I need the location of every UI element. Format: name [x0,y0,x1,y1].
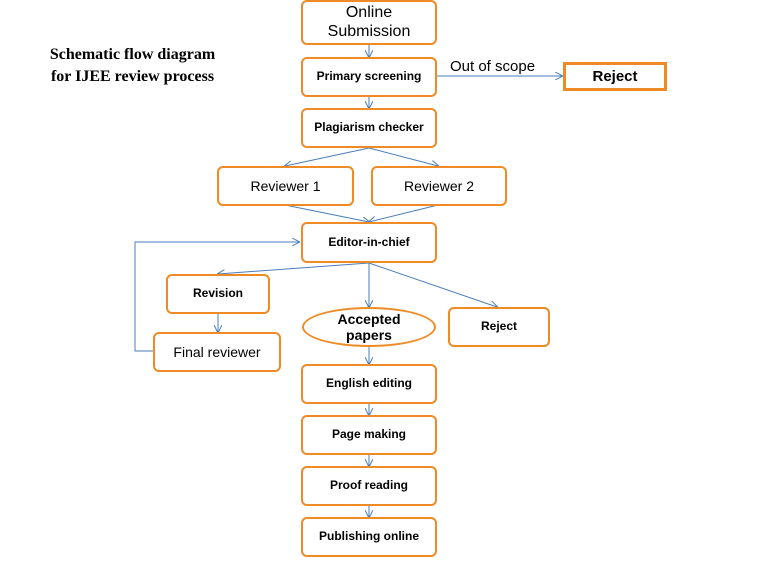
node-english-editing: English editing [301,364,437,404]
node-reject-bottom: Reject [448,307,550,347]
node-reviewer-1: Reviewer 1 [217,166,354,206]
arrow-editor-to-reject [368,262,497,307]
out-of-scope-label: Out of scope [450,58,536,75]
node-plagiarism-checker: Plagiarism checker [301,108,437,148]
accepted-papers-line-2: papers [346,327,392,343]
node-online-submission: Online Submission [301,0,437,45]
node-reviewer-2: Reviewer 2 [371,166,507,206]
accepted-papers-line-1: Accepted [337,310,401,327]
title-line-2: for IJEE review process [50,68,215,85]
node-primary-screening: Primary screening [301,57,437,97]
node-page-making: Page making [301,415,437,455]
arrow-reviewer1-to-editor [284,204,369,222]
arrow-editor-to-revision [218,262,370,274]
node-accepted-papers: Accepted papers [302,307,436,347]
arrow-reviewer2-to-editor [369,204,439,222]
node-revision: Revision [166,274,270,314]
arrow-plagiarism-to-reviewer1 [285,147,370,166]
node-final-reviewer: Final reviewer [153,332,281,372]
node-reject-top: Reject [563,62,667,91]
title-line-1: Schematic flow diagram [49,46,216,63]
node-publishing-online: Publishing online [301,517,437,557]
online-submission-line-1: Online [345,4,393,22]
arrow-final-loop-to-editor [134,242,299,352]
node-editor-in-chief: Editor-in-chief [301,222,437,263]
diagram-title: Schematic flow diagram for IJEE review p… [20,44,245,88]
online-submission-line-2: Submission [327,22,411,40]
node-proof-reading: Proof reading [301,466,437,506]
arrow-plagiarism-to-reviewer2 [368,147,438,166]
